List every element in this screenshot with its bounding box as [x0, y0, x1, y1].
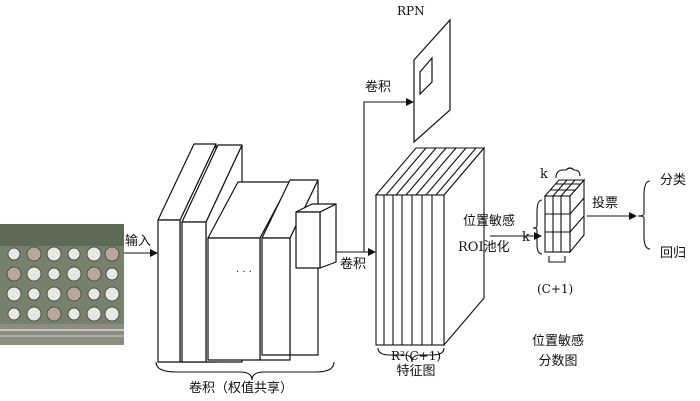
ps-roi-label-2: ROI池化: [458, 240, 510, 255]
k-label-side: k: [522, 230, 530, 245]
satellite-input-image: [0, 224, 124, 345]
score-map-label-2: 分数图: [538, 354, 578, 369]
score-map-label-1: 位置敏感: [531, 334, 584, 349]
vote-label: 投票: [592, 196, 619, 211]
storage-tank: [7, 307, 21, 321]
storage-tank: [86, 246, 102, 262]
storage-tank: [104, 286, 120, 302]
conv-shared-label: 卷积（权值共享）: [189, 381, 294, 396]
feature-brace: [377, 347, 445, 363]
feature-map-label-2: 特征图: [396, 364, 436, 379]
storage-tank: [105, 267, 119, 281]
rpn-card: [413, 18, 451, 144]
ps-roi-label-1: 位置敏感: [463, 214, 516, 229]
storage-tank: [104, 306, 120, 322]
regress-label: 回归: [660, 246, 687, 261]
arrowhead-ps-roi: [534, 232, 542, 240]
storage-tank: [6, 266, 22, 282]
k-bracket-top: [555, 167, 581, 179]
classify-label: 分类: [660, 173, 687, 188]
output-bracket: [637, 180, 651, 250]
storage-tank: [46, 246, 62, 262]
storage-tank: [66, 266, 82, 282]
arrowhead-vote: [629, 212, 637, 220]
arrowhead-feature: [368, 248, 376, 256]
storage-tank: [66, 286, 82, 302]
storage-tank: [46, 286, 62, 302]
storage-tank: [86, 306, 102, 322]
storage-tank: [86, 266, 102, 282]
storage-tank: [104, 246, 120, 262]
rpn-label: RPN: [397, 4, 425, 18]
storage-tank: [27, 287, 41, 301]
storage-tank: [26, 306, 42, 322]
storage-tank: [67, 247, 81, 261]
conv-mid-label: 卷积: [340, 257, 367, 272]
conv-brace: [155, 361, 335, 381]
storage-tank: [46, 306, 62, 322]
feature-map-label-1: R²(C+1): [390, 349, 442, 363]
ellipsis-label: . . .: [236, 264, 252, 275]
storage-tank: [67, 307, 81, 321]
c1-label: (C+1): [537, 282, 574, 296]
c1-bracket: [548, 256, 566, 263]
storage-tank: [26, 246, 42, 262]
k-label-top: k: [540, 167, 548, 182]
feature-map-stack: [374, 146, 486, 347]
arrowhead-input: [150, 249, 158, 257]
arrow-to-rpn: [363, 101, 411, 252]
storage-tank: [26, 266, 42, 282]
input-label: 输入: [125, 234, 152, 249]
conv-layer-5: [295, 203, 337, 269]
storage-tank: [6, 286, 22, 302]
k-bracket: [532, 199, 543, 255]
storage-tank: [47, 267, 61, 281]
storage-tank: [7, 247, 21, 261]
storage-tank: [87, 287, 101, 301]
arrowhead-rpn: [406, 98, 414, 106]
conv-top-label: 卷积: [365, 80, 392, 95]
score-map-grid: [543, 178, 586, 254]
